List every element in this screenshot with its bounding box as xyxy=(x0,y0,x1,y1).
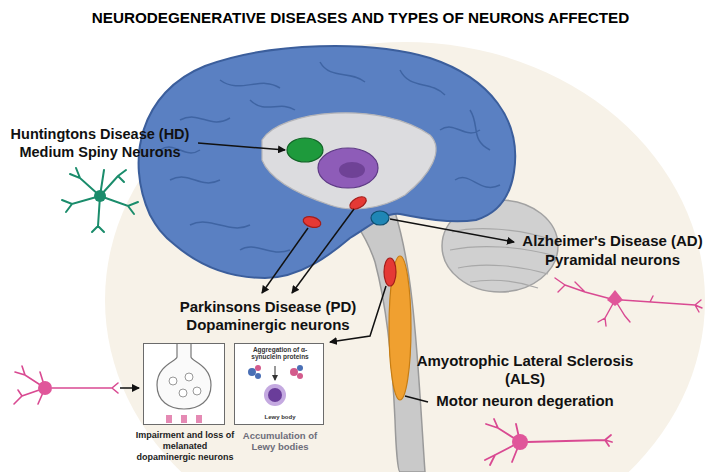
title: NEURODEGENERATIVE DISEASES AND TYPES OF … xyxy=(0,9,721,27)
disease-label: Parkinsons Disease (PD) xyxy=(168,298,368,316)
disease-label: Alzheimer's Disease (AD) xyxy=(510,232,715,250)
neuron-type-label: Dopaminergic neurons xyxy=(168,316,368,334)
box-caption: Impairment and loss of melanated dopamin… xyxy=(135,430,235,462)
neuron-type-label: Medium Spiny Neurons xyxy=(4,144,196,161)
disease-label: Huntingtons Disease (HD) xyxy=(4,126,196,143)
disease-label: Amyotrophic Lateral Sclerosis (ALS) xyxy=(410,352,640,388)
box-caption: Accumulation of Lewy bodies xyxy=(230,430,330,453)
lewy-body-box: Aggregation of α-synuclein proteinsLewy … xyxy=(234,343,324,425)
inner-note: Lewy body xyxy=(239,414,321,421)
neuron-type-label: Pyramidal neurons xyxy=(510,251,715,269)
neuron-type-label: Motor neuron degeration xyxy=(410,392,640,410)
synapse-box: Impairment and loss of melanated dopamin… xyxy=(143,343,225,425)
inner-note: Aggregation of α-synuclein proteins xyxy=(239,346,321,360)
